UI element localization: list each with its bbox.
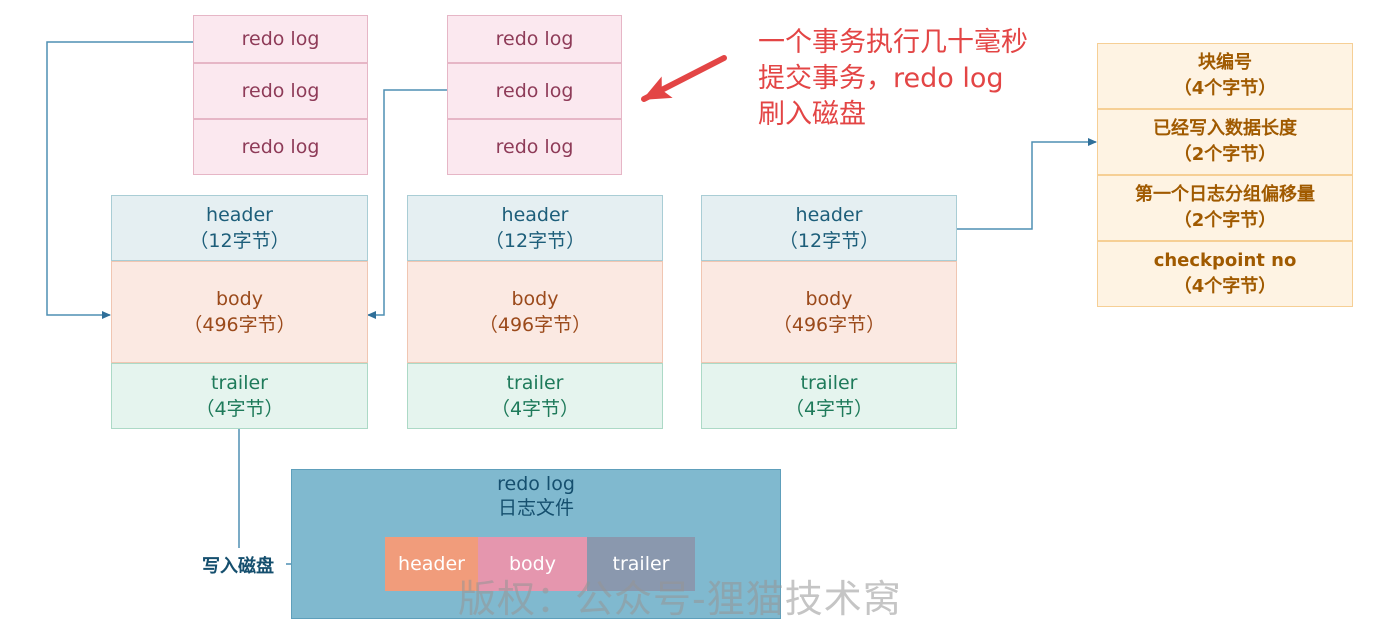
file-segment-label: trailer <box>612 553 670 575</box>
block-header: header （12字节） <box>407 195 663 261</box>
block-trailer-size: （4字节） <box>195 398 284 420</box>
annotation-text: 一个事务执行几十毫秒 提交事务，redo log 刷入磁盘 <box>758 25 1078 133</box>
annotation-arrow <box>641 55 727 102</box>
connector-log1-to-body1 <box>46 41 193 319</box>
block-body: body （496字节） <box>701 261 957 363</box>
redo-log-entry-label: redo log <box>241 28 320 50</box>
header-detail-size: （2个字节） <box>1173 210 1277 231</box>
annotation-line: 一个事务执行几十毫秒 <box>758 27 1028 58</box>
block-body-size: （496字节） <box>183 314 296 336</box>
header-detail-size: （2个字节） <box>1173 144 1277 165</box>
block-body-name: body <box>805 288 853 310</box>
block-header-name: header <box>501 204 569 226</box>
header-detail-name: 已经写入数据长度 <box>1153 118 1297 139</box>
block-body: body （496字节） <box>111 261 368 363</box>
block-header: header （12字节） <box>111 195 368 261</box>
header-detail-item: 已经写入数据长度 （2个字节） <box>1097 109 1353 175</box>
block-trailer-name: trailer <box>800 372 858 394</box>
block-header-size: （12字节） <box>778 230 880 252</box>
redo-log-entry: redo log <box>193 15 368 63</box>
header-detail-name: 块编号 <box>1198 52 1252 73</box>
file-segment-body: body <box>478 537 587 591</box>
redo-log-file: redo log 日志文件 <box>291 469 781 619</box>
block-header-size: （12字节） <box>189 230 290 252</box>
header-detail-name: checkpoint no <box>1153 250 1297 271</box>
redo-log-entry-label: redo log <box>495 136 574 158</box>
redo-log-entry: redo log <box>447 119 622 175</box>
header-detail-item: checkpoint no （4个字节） <box>1097 241 1353 307</box>
connector-log2-to-body1 <box>367 89 447 319</box>
block-trailer-size: （4字节） <box>490 398 580 420</box>
block-header-name: header <box>206 204 273 226</box>
block-body-name: body <box>511 288 559 310</box>
header-detail-size: （4个字节） <box>1173 276 1277 297</box>
block-trailer-name: trailer <box>506 372 564 394</box>
write-to-disk-label: 写入磁盘 <box>202 556 274 577</box>
block-body-size: （496字节） <box>772 314 886 336</box>
redo-log-entry: redo log <box>447 15 622 63</box>
redo-log-entry-label: redo log <box>241 80 320 102</box>
annotation-line: 提交事务，redo log <box>758 63 1004 94</box>
file-segment-label: body <box>509 553 556 575</box>
redo-log-file-title-line: redo log <box>497 473 575 495</box>
annotation-line: 刷入磁盘 <box>758 99 866 130</box>
block-header-name: header <box>795 204 863 226</box>
block-trailer: trailer （4字节） <box>407 363 663 429</box>
redo-log-file-title-line: 日志文件 <box>497 497 574 519</box>
block-header-size: （12字节） <box>484 230 586 252</box>
redo-log-entry-label: redo log <box>495 28 574 50</box>
block-header: header （12字节） <box>701 195 957 261</box>
watermark: 版权：公众号-狸猫技术窝 <box>458 577 902 621</box>
redo-log-entry: redo log <box>193 119 368 175</box>
block-trailer: trailer （4字节） <box>701 363 957 429</box>
redo-log-entry-label: redo log <box>241 136 320 158</box>
redo-log-entry: redo log <box>193 63 368 119</box>
header-detail-item: 第一个日志分组偏移量 （2个字节） <box>1097 175 1353 241</box>
file-segment-trailer: trailer <box>587 537 695 591</box>
block-body-size: （496字节） <box>478 314 592 336</box>
header-detail-name: 第一个日志分组偏移量 <box>1135 184 1315 205</box>
block-body: body （496字节） <box>407 261 663 363</box>
block-trailer-name: trailer <box>211 372 268 394</box>
file-segment-header: header <box>385 537 478 591</box>
header-detail-item: 块编号 （4个字节） <box>1097 43 1353 109</box>
redo-log-file-title: redo log 日志文件 <box>292 472 780 520</box>
block-trailer: trailer （4字节） <box>111 363 368 429</box>
redo-log-entry: redo log <box>447 63 622 119</box>
file-segment-label: header <box>398 553 465 575</box>
redo-log-entry-label: redo log <box>495 80 574 102</box>
header-detail-size: （4个字节） <box>1173 78 1277 99</box>
block-body-name: body <box>216 288 263 310</box>
connector-header3-to-details <box>957 138 1097 230</box>
block-trailer-size: （4字节） <box>784 398 874 420</box>
